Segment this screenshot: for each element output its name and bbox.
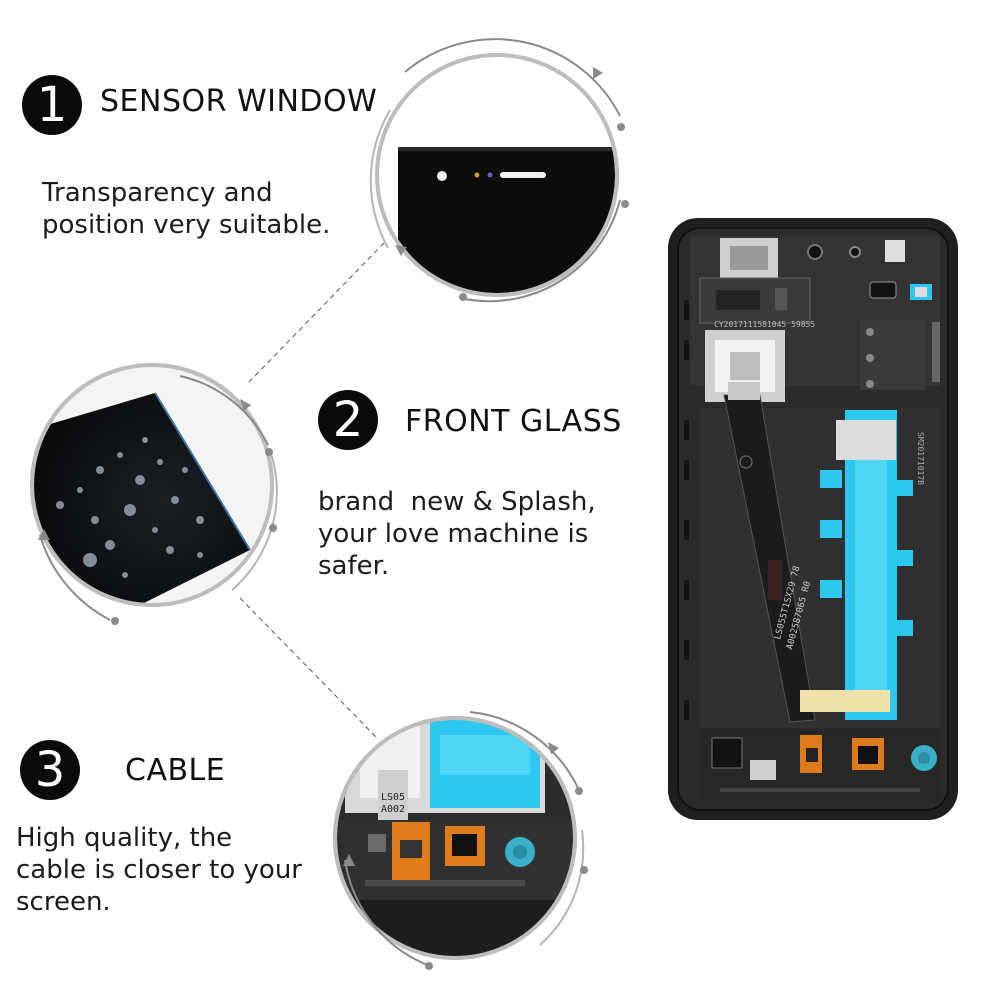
phone-label-flex-1: LS055T1SX29 78	[773, 565, 802, 641]
feature-description-line: your love machine is	[318, 519, 589, 549]
phone-lcd-assembly: CY2017111581045 59855 SM20171017B LS055T…	[668, 218, 958, 820]
phone-label-top: CY2017111581045 59855	[714, 320, 815, 329]
front-glass-zoom	[30, 363, 278, 625]
feature-description-line: High quality, the	[16, 823, 233, 853]
cable-zoom-label: LS05	[381, 792, 405, 803]
phone-label-flex-2: A002587065 R0	[785, 580, 813, 651]
sensor-window-zoom	[369, 38, 629, 303]
feature-description-line: position very suitable.	[42, 210, 331, 240]
feature-description-line: Transparency and	[42, 178, 273, 208]
feature-description-line: brand new & Splash,	[318, 487, 596, 517]
feature-description-line: cable is closer to your	[16, 855, 302, 885]
feature-title-sensor-window: SENSOR WINDOW	[100, 84, 378, 119]
cable-zoom: LS05 A002	[333, 711, 588, 970]
feature-title-cable: CABLE	[125, 753, 226, 788]
feature-number-badge-2: 2	[318, 390, 378, 450]
feature-title-front-glass: FRONT GLASS	[405, 404, 622, 439]
cable-zoom-label-2: A002	[381, 804, 405, 815]
phone-label-side: SM20171017B	[916, 432, 925, 485]
connector-line-1	[247, 242, 385, 384]
feature-number-badge-1: 1	[22, 75, 82, 135]
feature-description-3: High quality, the cable is closer to you…	[16, 822, 302, 918]
feature-description-line: screen.	[16, 887, 111, 917]
feature-description-1: Transparency and position very suitable.	[42, 177, 330, 241]
feature-description-line: safer.	[318, 551, 390, 581]
feature-description-2: brand new & Splash, your love machine is…	[318, 486, 596, 582]
connector-line-2	[239, 597, 377, 738]
feature-number-badge-3: 3	[20, 740, 80, 800]
